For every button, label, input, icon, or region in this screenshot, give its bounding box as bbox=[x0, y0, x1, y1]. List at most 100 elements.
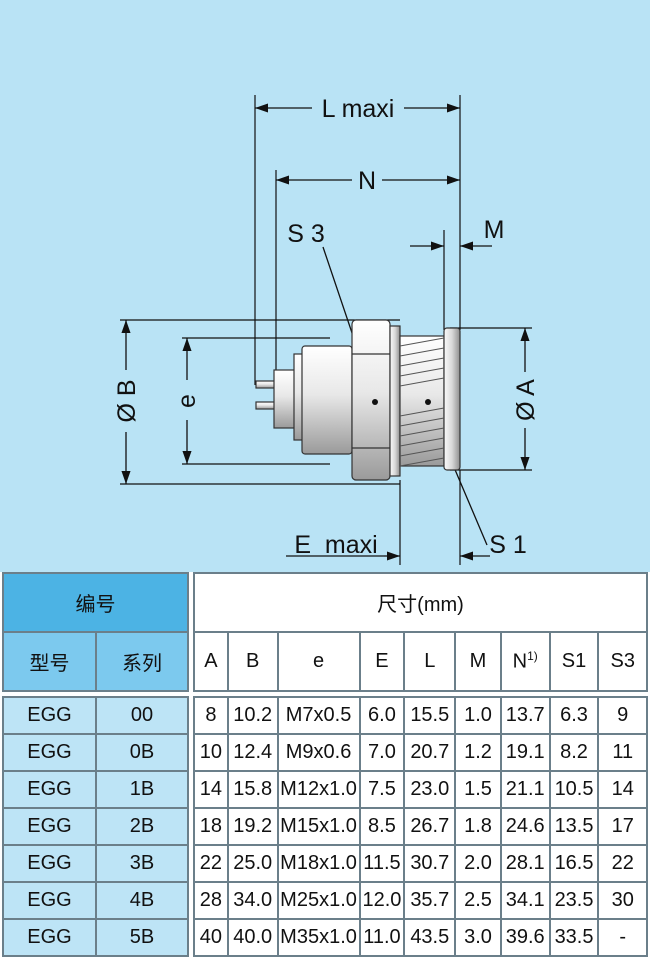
dimension-cell: 7.5 bbox=[358, 770, 406, 809]
dimension-cell: 12.4 bbox=[226, 733, 279, 772]
col-header-a: A bbox=[193, 631, 229, 692]
dimension-cell: 35.7 bbox=[403, 881, 457, 920]
dimension-cell: M15x1.0 bbox=[276, 807, 361, 846]
model-cell: EGG bbox=[1, 733, 98, 772]
dimension-cell: 6.0 bbox=[358, 696, 406, 735]
label-e-maxi: E maxi bbox=[294, 531, 377, 559]
model-cell: EGG bbox=[1, 881, 98, 920]
dimension-cell: 25.0 bbox=[226, 844, 279, 883]
series-cell: 2B bbox=[95, 807, 189, 846]
dimension-header: 尺寸(mm) bbox=[193, 572, 648, 633]
col-header-b: B bbox=[226, 631, 279, 692]
dimension-cell: 28 bbox=[193, 881, 229, 920]
dimension-cell: 13.7 bbox=[499, 696, 551, 735]
dimension-cell: 19.1 bbox=[499, 733, 551, 772]
dimension-cell: 22 bbox=[597, 844, 648, 883]
dimension-cell: 33.5 bbox=[548, 918, 600, 957]
dimension-cell: 6.3 bbox=[548, 696, 600, 735]
model-cell: EGG bbox=[1, 696, 98, 735]
label-e: e bbox=[173, 394, 201, 408]
dimension-cell: 13.5 bbox=[548, 807, 600, 846]
dimension-cell: 11.0 bbox=[358, 918, 406, 957]
dimension-cell: 2.5 bbox=[454, 881, 502, 920]
technical-drawing-svg: L maxi N M S 3 S 1 E maxi Ø B e Ø A bbox=[113, 95, 540, 565]
dimension-cell: 30.7 bbox=[403, 844, 457, 883]
dimension-cell: 26.7 bbox=[403, 807, 457, 846]
dimension-cell: 1.8 bbox=[454, 807, 502, 846]
dimension-cell: 30 bbox=[597, 881, 648, 920]
dimension-cell: 2.0 bbox=[454, 844, 502, 883]
n-footnote-mark: 1) bbox=[527, 649, 538, 664]
dimension-cell: 3.0 bbox=[454, 918, 502, 957]
dimension-cell: 20.7 bbox=[403, 733, 457, 772]
series-cell: 3B bbox=[95, 844, 189, 883]
label-l-maxi: L maxi bbox=[322, 95, 395, 123]
dimension-cell: 12.0 bbox=[358, 881, 406, 920]
dimension-cell: 17 bbox=[597, 807, 648, 846]
dimension-cell: 14 bbox=[193, 770, 229, 809]
series-cell: 5B bbox=[95, 918, 189, 957]
label-dia-a: Ø A bbox=[512, 379, 540, 421]
label-n: N bbox=[358, 167, 376, 195]
col-header-s1: S1 bbox=[548, 631, 600, 692]
model-header: 编号 bbox=[2, 572, 189, 633]
col-header-s3: S3 bbox=[597, 631, 648, 692]
dimension-cell: 34.0 bbox=[226, 881, 279, 920]
dimension-cell: 34.1 bbox=[499, 881, 551, 920]
model-cell: EGG bbox=[1, 918, 98, 957]
dimension-cell: 43.5 bbox=[403, 918, 457, 957]
dimension-cell: 28.1 bbox=[499, 844, 551, 883]
label-s3: S 3 bbox=[287, 220, 325, 248]
dimension-cell: 15.8 bbox=[226, 770, 279, 809]
label-dia-b: Ø B bbox=[113, 379, 141, 422]
dimension-cell: 19.2 bbox=[226, 807, 279, 846]
dimension-cell: 11.5 bbox=[358, 844, 406, 883]
col-header-m: M bbox=[454, 631, 502, 692]
s1-point bbox=[425, 399, 431, 405]
dimension-cell: 23.5 bbox=[548, 881, 600, 920]
dimension-cell: 1.5 bbox=[454, 770, 502, 809]
series-cell: 0B bbox=[95, 733, 189, 772]
dimension-cell: 10.2 bbox=[226, 696, 279, 735]
series-cell: 1B bbox=[95, 770, 189, 809]
series-cell: 00 bbox=[95, 696, 189, 735]
dimension-cell: 39.6 bbox=[499, 918, 551, 957]
dimension-cell: 15.5 bbox=[403, 696, 457, 735]
dimension-cell: 14 bbox=[597, 770, 648, 809]
label-s1: S 1 bbox=[489, 531, 527, 559]
thread-marks bbox=[399, 337, 445, 467]
model-cell: EGG bbox=[1, 844, 98, 883]
dimension-cell: 10.5 bbox=[548, 770, 600, 809]
series-cell: 4B bbox=[95, 881, 189, 920]
dimension-cell: 40.0 bbox=[226, 918, 279, 957]
dimension-cell: 9 bbox=[597, 696, 648, 735]
dimension-cell: 1.2 bbox=[454, 733, 502, 772]
dimension-cell: 24.6 bbox=[499, 807, 551, 846]
dimension-cell: - bbox=[597, 918, 648, 957]
dimension-cell: 1.0 bbox=[454, 696, 502, 735]
dimension-cell: M9x0.6 bbox=[276, 733, 361, 772]
col-series-header: 系列 bbox=[95, 631, 189, 692]
dimension-cell: 18 bbox=[193, 807, 229, 846]
dimension-cell: 8.2 bbox=[548, 733, 600, 772]
dimension-cell: 11 bbox=[597, 733, 648, 772]
dimension-cell: M7x0.5 bbox=[276, 696, 361, 735]
dimension-cell: M25x1.0 bbox=[276, 881, 361, 920]
dimension-cell: 21.1 bbox=[499, 770, 551, 809]
dimension-cell: M18x1.0 bbox=[276, 844, 361, 883]
s3-point bbox=[372, 399, 378, 405]
